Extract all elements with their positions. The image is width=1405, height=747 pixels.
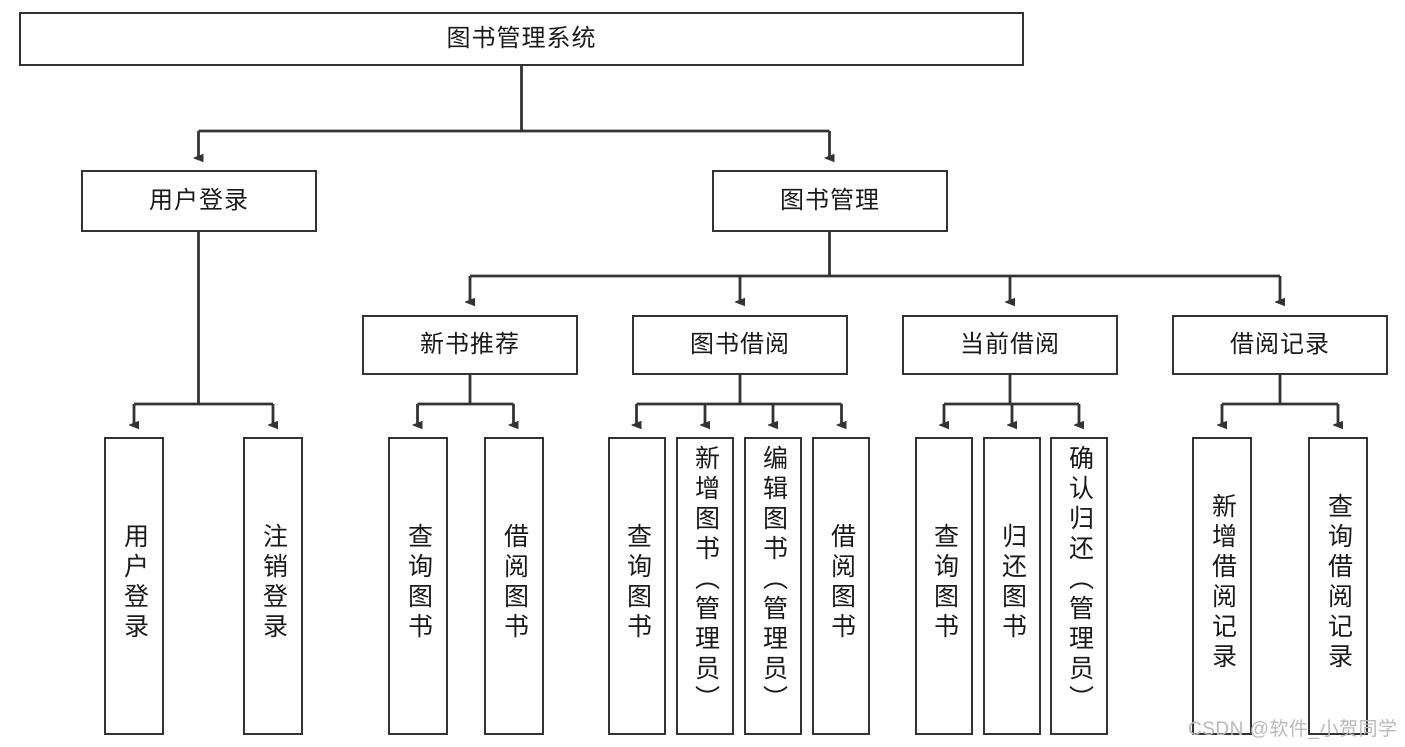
node-leaf-add-record[interactable]: 新增借阅记录 [1192,437,1252,735]
node-borrow-record-label: 借阅记录 [1230,331,1330,358]
node-book-borrow-label: 图书借阅 [690,331,790,358]
node-leaf-add-book[interactable]: 新增图书（管理员） [676,437,734,735]
node-current-borrow[interactable]: 当前借阅 [902,315,1118,375]
node-borrow-record[interactable]: 借阅记录 [1172,315,1388,375]
node-leaf-borrow-book-2-label: 借阅图书 [827,523,856,643]
node-root[interactable]: 图书管理系统 [19,12,1024,66]
node-leaf-user-login-label: 用户登录 [120,523,149,643]
node-book-management-label: 图书管理 [780,187,880,214]
node-leaf-borrow-book-1[interactable]: 借阅图书 [484,437,544,735]
node-leaf-query-record[interactable]: 查询借阅记录 [1308,437,1368,735]
node-leaf-query-book-3[interactable]: 查询图书 [915,437,973,735]
node-leaf-query-book-1-label: 查询图书 [404,523,433,643]
node-root-label: 图书管理系统 [446,25,597,52]
node-new-book-recommend-label: 新书推荐 [420,331,520,358]
node-leaf-confirm-return[interactable]: 确认归还（管理员） [1050,437,1108,735]
node-leaf-borrow-book-1-label: 借阅图书 [500,523,529,643]
node-leaf-query-book-2-label: 查询图书 [623,523,652,643]
node-leaf-query-book-2[interactable]: 查询图书 [608,437,666,735]
node-leaf-edit-book[interactable]: 编辑图书（管理员） [744,437,802,735]
node-book-management[interactable]: 图书管理 [712,170,948,232]
node-leaf-return-book-label: 归还图书 [998,523,1027,643]
node-leaf-add-book-label: 新增图书（管理员） [691,445,720,715]
node-leaf-edit-book-label: 编辑图书（管理员） [759,445,788,715]
node-user-login-label: 用户登录 [149,187,249,214]
csdn-watermark: CSDN @软件_小贺同学 [1188,719,1398,740]
node-leaf-confirm-return-label: 确认归还（管理员） [1065,445,1094,715]
node-leaf-add-record-label: 新增借阅记录 [1208,493,1237,673]
node-leaf-user-login[interactable]: 用户登录 [104,437,164,735]
node-leaf-return-book[interactable]: 归还图书 [983,437,1041,735]
node-leaf-borrow-book-2[interactable]: 借阅图书 [812,437,870,735]
node-current-borrow-label: 当前借阅 [960,331,1060,358]
node-leaf-query-book-3-label: 查询图书 [930,523,959,643]
node-user-login[interactable]: 用户登录 [81,170,317,232]
node-leaf-user-logout-label: 注销登录 [259,523,288,643]
node-leaf-query-book-1[interactable]: 查询图书 [388,437,448,735]
node-new-book-recommend[interactable]: 新书推荐 [362,315,578,375]
node-leaf-query-record-label: 查询借阅记录 [1324,493,1353,673]
node-leaf-user-logout[interactable]: 注销登录 [243,437,303,735]
node-book-borrow[interactable]: 图书借阅 [632,315,848,375]
